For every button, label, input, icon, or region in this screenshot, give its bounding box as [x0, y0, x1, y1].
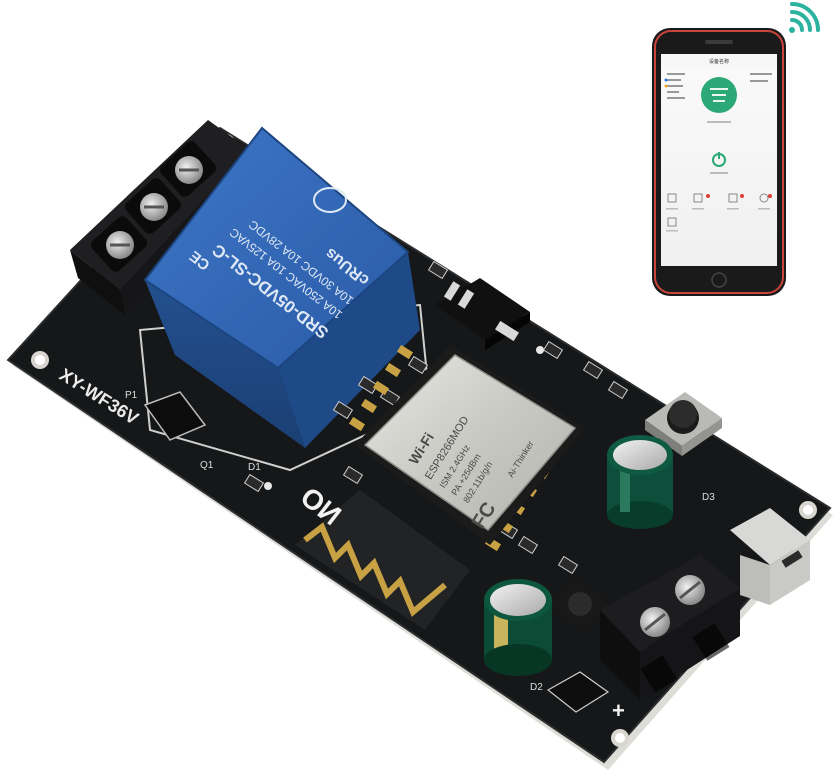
voltage-regulator — [435, 278, 530, 350]
terminal-block-right — [600, 555, 740, 700]
capacitor-top-icon — [613, 440, 667, 470]
settings-icon[interactable] — [759, 193, 769, 203]
inductor — [552, 579, 606, 631]
silkscreen-p1: P1 — [125, 390, 138, 401]
pcb-antenna-trace — [303, 522, 447, 617]
capacitor-right — [607, 435, 673, 529]
smartphone: 设备名称 — [652, 28, 786, 296]
silkscreen-d2: D2 — [530, 682, 543, 693]
diode-d2 — [546, 671, 610, 713]
timer-icon[interactable] — [667, 193, 677, 203]
status-led — [536, 346, 544, 354]
more-icon[interactable] — [667, 217, 677, 227]
capacitor-top-icon — [490, 584, 546, 616]
countdown-icon[interactable] — [693, 193, 703, 203]
phone-app-title: 设备名称 — [709, 58, 729, 65]
silkscreen-d3: D3 — [702, 492, 715, 503]
phone-home-button[interactable] — [711, 272, 727, 288]
micro-usb-port[interactable] — [730, 508, 810, 605]
silkscreen-d1: D1 — [248, 462, 261, 473]
silkscreen-q1: Q1 — [200, 460, 214, 471]
esp8266-module: Wi-Fi ESP8266MOD ISM 2.4GHz PA +25dBm 80… — [348, 344, 585, 552]
silkscreen-plus: + — [612, 698, 625, 723]
tactile-button[interactable] — [645, 392, 722, 456]
capacitor-left — [484, 579, 552, 676]
cycle-icon[interactable] — [728, 193, 738, 203]
status-led — [264, 482, 272, 490]
transistor-p1: P1 Q1 — [125, 390, 214, 471]
wifi-signal-icon — [789, 2, 820, 33]
relay: SRD-05VDC-SL-C 10A 250VAC 10A 125VAC 10A… — [143, 126, 420, 448]
